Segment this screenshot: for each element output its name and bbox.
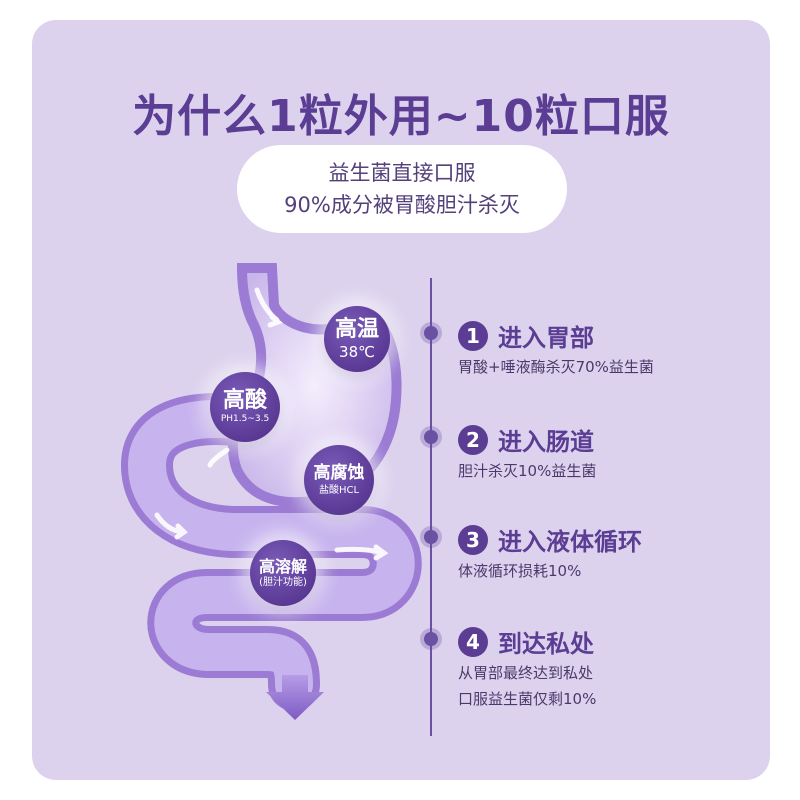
down-arrow xyxy=(266,675,324,720)
intestine-tube xyxy=(121,393,422,711)
timeline-line xyxy=(430,278,432,736)
page-title: 为什么1粒外用~10粒口服 xyxy=(132,91,670,142)
step-4-header: 4 到达私处 xyxy=(458,624,594,659)
subtitle-line-1: 益生菌直接口服 xyxy=(328,161,476,185)
timeline-dot-4 xyxy=(424,632,438,646)
timeline-dot-3 xyxy=(424,530,438,544)
badge-high-corrosion: 高腐蚀 盐酸HCL xyxy=(304,445,374,515)
timeline-dot-2 xyxy=(424,430,438,444)
badge-high-dissolve-sub: (胆汁功能) xyxy=(259,577,307,589)
step-4-number: 4 xyxy=(458,626,488,657)
badge-high-temp: 高温 38℃ xyxy=(324,306,390,372)
step-3-header: 3 进入液体循环 xyxy=(458,522,642,557)
badge-high-dissolve: 高溶解 (胆汁功能) xyxy=(250,540,316,606)
step-3-title: 进入液体循环 xyxy=(498,528,642,556)
subtitle-pill: 益生菌直接口服 90%成分被胃酸胆汁杀灭 xyxy=(237,145,567,233)
step-3-number: 3 xyxy=(458,524,488,555)
flow-arrows xyxy=(154,287,389,561)
badge-high-temp-title: 高温 xyxy=(334,316,379,342)
timeline-dot-1 xyxy=(424,326,438,340)
step-1-header: 1 进入胃部 xyxy=(458,318,594,353)
step-1-desc: 胃酸+唾液酶杀灭70%益生菌 xyxy=(458,358,654,376)
info-card: 为什么1粒外用~10粒口服 益生菌直接口服 90%成分被胃酸胆汁杀灭 xyxy=(32,20,770,780)
step-2-title: 进入肠道 xyxy=(498,428,594,456)
step-4-desc: 从胃部最终达到私处 xyxy=(458,664,594,682)
badge-high-dissolve-title: 高溶解 xyxy=(258,556,307,576)
badge-high-temp-sub: 38℃ xyxy=(339,342,375,361)
badge-high-acid: 高酸 PH1.5~3.5 xyxy=(210,372,280,442)
step-2-header: 2 进入肠道 xyxy=(458,422,594,457)
step-4-desc-2: 口服益生菌仅剩10% xyxy=(458,690,597,708)
step-2-number: 2 xyxy=(458,424,488,455)
step-1-title: 进入胃部 xyxy=(498,324,594,352)
badge-high-corrosion-sub: 盐酸HCL xyxy=(318,484,360,496)
badge-high-corrosion-title: 高腐蚀 xyxy=(313,463,365,484)
step-3-desc: 体液循环损耗10% xyxy=(458,562,582,580)
step-2-desc: 胆汁杀灭10%益生菌 xyxy=(458,462,597,480)
step-4-title: 到达私处 xyxy=(498,630,594,658)
subtitle-line-2: 90%成分被胃酸胆汁杀灭 xyxy=(284,193,520,217)
badge-high-acid-title: 高酸 xyxy=(222,387,267,413)
badge-high-acid-sub: PH1.5~3.5 xyxy=(220,414,270,425)
digestive-tract-illustration xyxy=(121,263,422,720)
step-1-number: 1 xyxy=(458,320,488,351)
